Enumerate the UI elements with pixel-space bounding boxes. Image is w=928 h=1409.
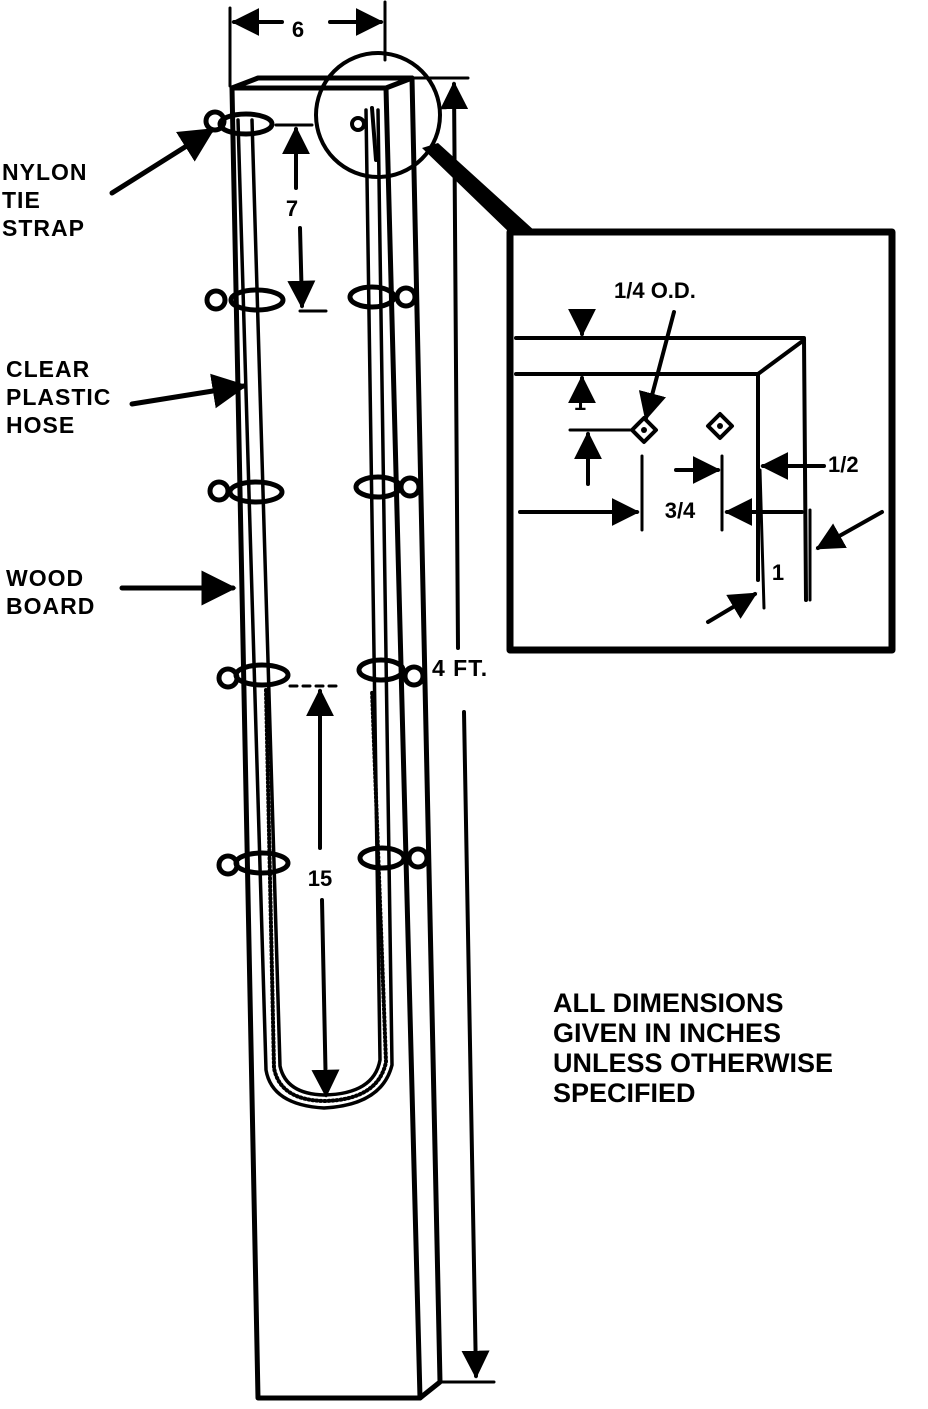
label-strap: STRAP	[2, 215, 85, 241]
detail-edge-label: 1/2	[828, 452, 859, 477]
label-clear: CLEAR	[6, 356, 90, 382]
arrow-nylon	[109, 127, 215, 196]
dimension-height-label: 15	[308, 866, 332, 891]
note-line-3: UNLESS OTHERWISE	[553, 1048, 833, 1078]
clear-plastic-hose	[236, 108, 394, 1110]
dimension-height-15: 15	[288, 684, 344, 1098]
label-plastic: PLASTIC	[6, 384, 111, 410]
wood-board	[229, 75, 443, 1401]
label-wood: WOOD	[6, 565, 84, 591]
detail-od-label: 1/4 O.D.	[614, 278, 696, 303]
detail-leader	[422, 143, 536, 235]
tie-strap	[203, 109, 275, 137]
dimension-width-6: 6	[228, 0, 387, 88]
detail-circle	[314, 51, 442, 179]
detail-callout: 1/4 O.D. 1 3/4 1/2 1	[314, 51, 896, 654]
callout-wood-board: WOOD BOARD	[6, 565, 237, 619]
note-line-2: GIVEN IN INCHES	[553, 1018, 781, 1048]
detail-top-label: 1	[574, 390, 586, 415]
detail-thickness-label: 1	[772, 560, 784, 585]
note-line-4: SPECIFIED	[553, 1078, 696, 1108]
dimension-spacing-7: 7	[274, 123, 328, 313]
label-hose: HOSE	[6, 412, 75, 438]
tie-strap	[357, 845, 430, 871]
detail-spacing-label: 3/4	[665, 498, 696, 523]
label-nylon: NYLON	[2, 159, 88, 185]
tie-strap	[356, 657, 426, 688]
tie-strap	[216, 662, 291, 690]
detail-hole-left	[630, 416, 658, 444]
dimensions-note: ALL DIMENSIONS GIVEN IN INCHES UNLESS OT…	[553, 988, 833, 1108]
detail-hole-right	[706, 412, 734, 440]
top-hole	[350, 106, 378, 162]
tie-strap	[207, 479, 285, 505]
label-tie: TIE	[2, 187, 41, 213]
arrow-hose	[129, 373, 248, 409]
detail-box	[506, 228, 896, 654]
tie-strap	[353, 474, 422, 500]
callout-nylon-tie-strap: NYLON TIE STRAP	[2, 127, 215, 241]
dimension-spacing-label: 7	[286, 196, 298, 221]
dimension-width-label: 6	[292, 17, 304, 42]
tie-strap	[204, 287, 286, 313]
tie-strap	[347, 284, 418, 310]
tie-strap-group	[203, 109, 430, 877]
tie-strap	[216, 850, 291, 877]
dimension-length-label: 4 FT.	[432, 655, 488, 681]
note-line-1: ALL DIMENSIONS	[553, 988, 784, 1018]
callout-clear-plastic-hose: CLEAR PLASTIC HOSE	[6, 356, 248, 438]
label-board: BOARD	[6, 593, 95, 619]
